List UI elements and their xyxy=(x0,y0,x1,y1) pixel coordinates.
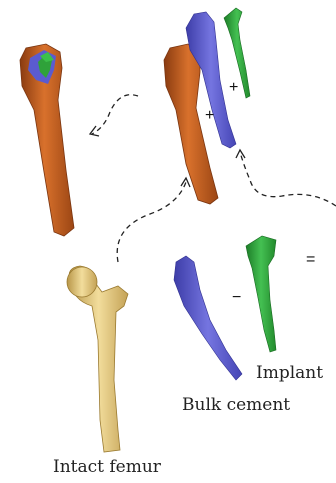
plus-sign: + xyxy=(205,107,214,124)
minus-sign: − xyxy=(232,289,241,306)
bulk-cement xyxy=(174,256,242,380)
plus-sign: + xyxy=(229,79,238,96)
arrow-to-composite xyxy=(90,95,138,136)
arrow-parts-to-top xyxy=(236,150,336,206)
bulk-cement-label: Bulk cement xyxy=(182,395,290,415)
implant xyxy=(246,236,276,352)
intact-femur xyxy=(67,266,128,452)
composite-femur-with-implant xyxy=(20,44,74,236)
arrow-femur-to-bone xyxy=(117,178,190,262)
equals-sign: = xyxy=(306,251,315,268)
intact-femur-label: Intact femur xyxy=(53,457,162,477)
implant-label: Implant xyxy=(256,363,323,383)
